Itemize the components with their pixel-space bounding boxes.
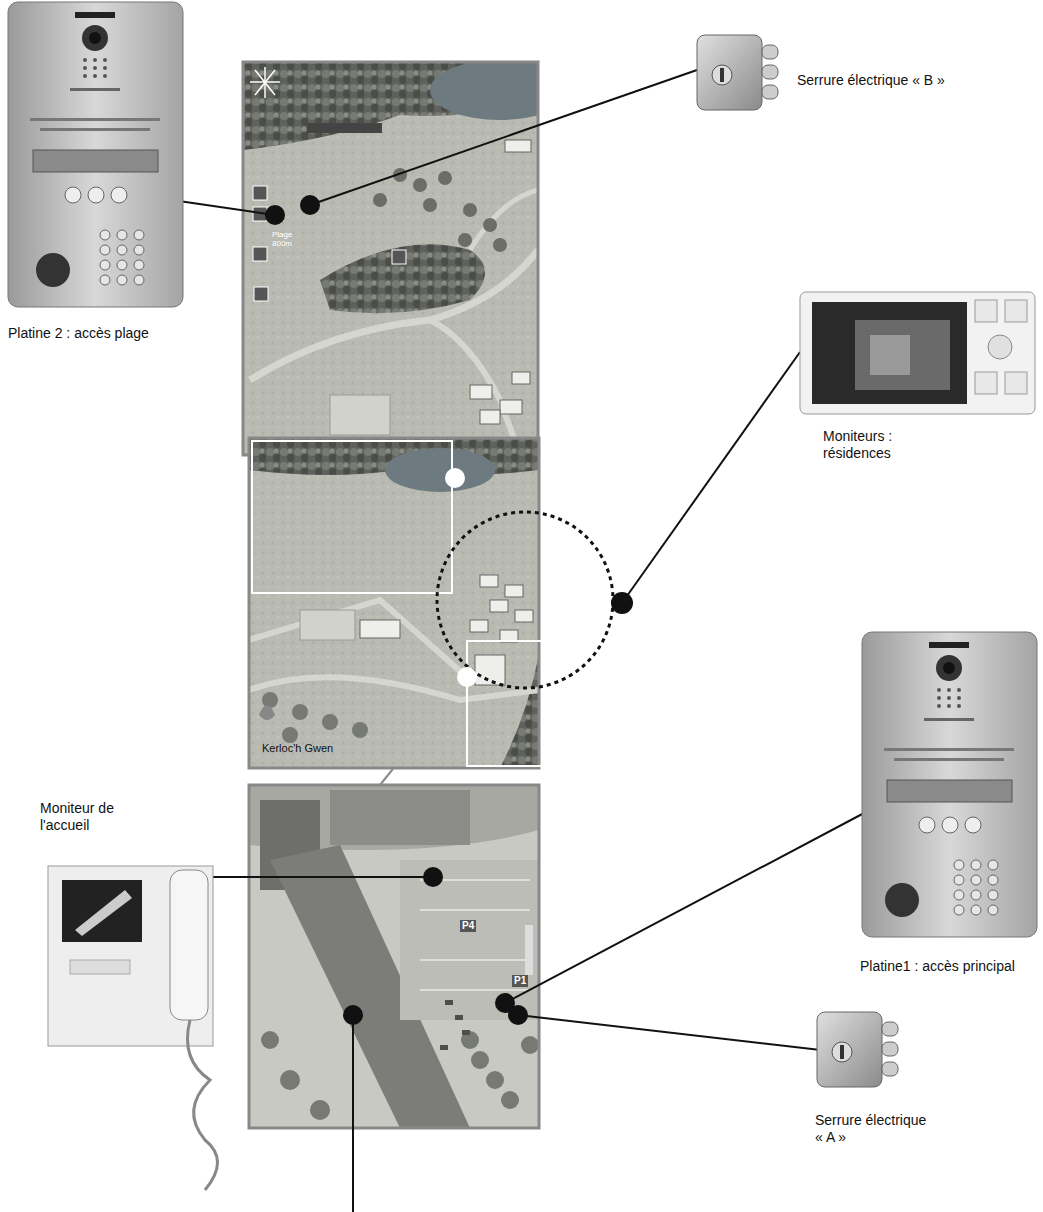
lock-label: Serrure électrique « A » <box>815 1112 927 1146</box>
panel-label: Platine 2 : accès plage <box>8 325 228 342</box>
parking-sign: P1 <box>512 975 528 987</box>
monitor-label: Moniteurs : résidences <box>823 428 923 462</box>
lock-label: Serrure électrique « B » <box>797 72 1027 89</box>
parking-sign: P4 <box>460 920 476 932</box>
map-text: Plage 800m <box>272 230 312 248</box>
monitor-label: Moniteur de l'accueil <box>40 800 160 834</box>
map-title: Kerloc'h Gwen <box>262 742 382 755</box>
panel-label: Platine1 : accès principal <box>860 958 1038 975</box>
